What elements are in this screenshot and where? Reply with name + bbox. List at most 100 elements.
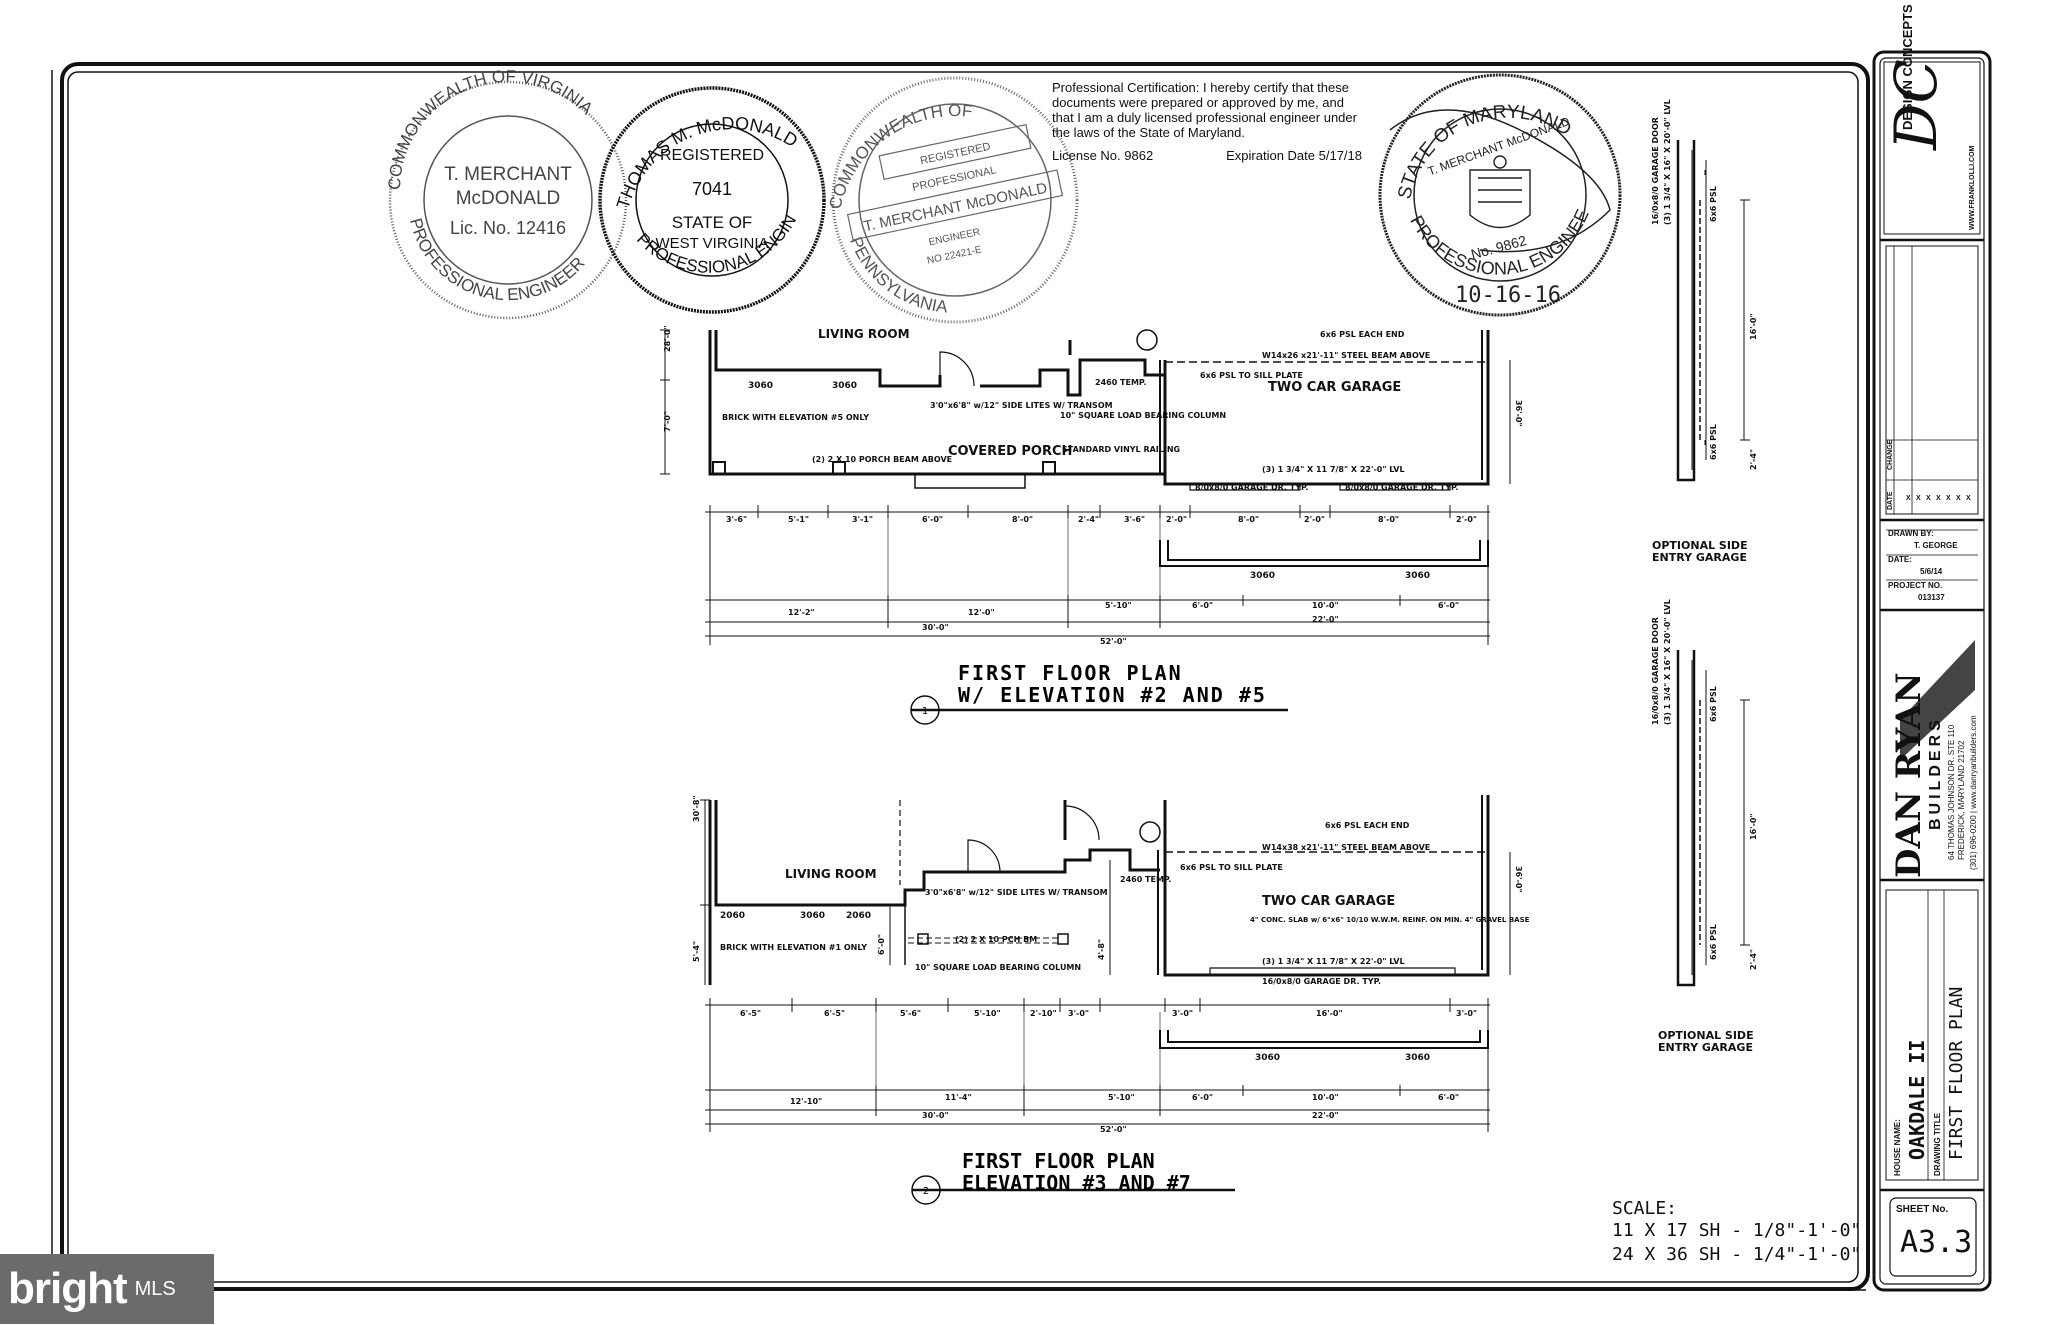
- p2-d1-4: 2'-10": [1030, 1009, 1057, 1018]
- west-virginia-seal: THOMAS M. McDONALD PROFESSIONAL ENGINEER…: [0, 0, 826, 314]
- scale-line2: 24 X 36 SH - 1/4"-1'-0": [1612, 1244, 1861, 1265]
- tb-rev-x3: X: [1926, 495, 1931, 502]
- p2-depth-left2: 5'-4": [692, 941, 701, 962]
- p1-d2-3: 6'-0": [1192, 601, 1213, 610]
- p2-depth-right: 36'-0": [1514, 866, 1523, 893]
- scale-label: SCALE:: [1612, 1198, 1677, 1219]
- title-block: [1872, 50, 1992, 1292]
- p2-depth-left: 30'-8": [692, 795, 701, 822]
- tb-drawn-by-label: DRAWN BY:: [1888, 529, 1934, 538]
- tb-design-concepts: DESIGN CONCEPTS: [1900, 4, 1915, 130]
- side-entry-top-labels: 16/0x8/0 GARAGE DOOR (3) 1 3/4" X 16" X …: [1651, 99, 1758, 470]
- tb-project-label: PROJECT NO.: [1888, 581, 1942, 590]
- tb-rev-x5: X: [1946, 495, 1951, 502]
- p1-depth-right: 36'-0": [1514, 400, 1523, 427]
- p2-opt-win1: 3060: [1255, 1053, 1280, 1063]
- plan2-drawing: [700, 795, 1511, 1132]
- p2-d1-1: 6'-5": [824, 1009, 845, 1018]
- p1-d1-9: 2'-0": [1304, 515, 1325, 524]
- tb-house-name-label: HOUSE NAME:: [1893, 1119, 1902, 1176]
- va-name2: McDONALD: [456, 188, 561, 209]
- p1-lvl: (3) 1 3/4" X 11 7/8" X 22'-0" LVL: [1262, 465, 1405, 474]
- p1-opt-win1: 3060: [1250, 571, 1275, 581]
- certification-license: License No. 9862: [1052, 148, 1154, 163]
- set-door: 16/0x8/0 GARAGE DOOR: [1651, 117, 1660, 225]
- seb-dim2: 2'-4": [1749, 949, 1758, 970]
- p1-d1-0: 3'-6": [726, 515, 747, 524]
- p2-d1-2: 5'-6": [900, 1009, 921, 1018]
- p2-garage: TWO CAR GARAGE: [1262, 894, 1395, 909]
- tb-sheet: A3.3: [1900, 1225, 1972, 1260]
- seb-dim: 16'-0": [1749, 813, 1758, 840]
- certification-expiration: Expiration Date 5/17/18: [1226, 148, 1362, 163]
- p1-d3-1: 22'-0": [1312, 615, 1339, 624]
- p1-porch: COVERED PORCH: [948, 444, 1072, 459]
- tb-sheet-label: SHEET No.: [1896, 1204, 1948, 1215]
- p2-title1: FIRST FLOOR PLAN: [962, 1149, 1155, 1173]
- p1-living-room: LIVING ROOM: [818, 327, 910, 341]
- p2-d1-8: 3'-0": [1456, 1009, 1477, 1018]
- tb-rev-date: DATE: [1887, 491, 1894, 510]
- p2-marker: 2: [923, 1186, 929, 1197]
- p1-depth-left2: 7'-0": [663, 411, 672, 432]
- wv-registered: REGISTERED: [660, 147, 764, 164]
- side-entry-bottom: [1676, 650, 1750, 987]
- tb-project: 013137: [1918, 593, 1945, 602]
- virginia-seal: COMMONWEALTH OF VIRGINIA PROFESSIONAL EN…: [385, 67, 628, 320]
- tb-drawing-title-label: DRAWING TITLE: [1933, 1112, 1942, 1176]
- p2-win3: 2060: [846, 911, 871, 921]
- wv-state1: STATE OF: [672, 213, 753, 232]
- p2-depth-mid2: 4'-8": [1097, 939, 1106, 960]
- va-name1: T. MERCHANT: [444, 164, 572, 185]
- p1-depth-left1: 28'-0": [663, 325, 672, 352]
- plan1-dims: 3'-6" 5'-1" 3'-1" 6'-0" 8'-0" 2'-4" 3'-6…: [726, 515, 1477, 646]
- p2-d1-0: 6'-5": [740, 1009, 761, 1018]
- p2-psl-end: 6x6 PSL EACH END: [1325, 821, 1410, 830]
- certification-block: Professional Certification: I hereby cer…: [1052, 80, 1362, 163]
- seb-door: 16/0x8/0 GARAGE DOOR: [1651, 617, 1660, 725]
- p2-d1-5: 3'-0": [1068, 1009, 1089, 1018]
- p2-d3-1: 22'-0": [1312, 1111, 1339, 1120]
- seb-lvl: (3) 1 3/4" X 16" X 20'-0" LVL: [1663, 599, 1672, 725]
- p1-d3-0: 30'-0": [922, 623, 949, 632]
- p1-d2-1: 12'-0": [968, 608, 995, 617]
- p1-opt-win2: 3060: [1405, 571, 1430, 581]
- tb-rev-x6: X: [1956, 495, 1961, 502]
- p1-d1-4: 8'-0": [1012, 515, 1033, 524]
- p2-opt-win2: 3060: [1405, 1053, 1430, 1063]
- plan2-labels: LIVING ROOM TWO CAR GARAGE 4" CONC. SLAB…: [692, 795, 1530, 1063]
- seb-psl1: 6x6 PSL: [1709, 686, 1718, 722]
- p1-d2-2: 5'-10": [1105, 601, 1132, 610]
- scale-note: SCALE: 11 X 17 SH - 1/8"-1'-0" 24 X 36 S…: [1612, 1198, 1861, 1265]
- side-entry-top-caption: OPTIONAL SIDE ENTRY GARAGE: [1652, 540, 1748, 564]
- plan1-drawing: [660, 329, 1511, 645]
- tb-website: WWW.FRANKLOLLI.COM: [1969, 145, 1976, 230]
- side-entry-bottom-labels: 16/0x8/0 GARAGE DOOR (3) 1 3/4" X 16" X …: [1651, 599, 1758, 970]
- p1-d1-10: 8'-0": [1378, 515, 1399, 524]
- plan1-title: 1 FIRST FLOOR PLAN W/ ELEVATION #2 AND #…: [910, 661, 1288, 725]
- p1-beam: W14x26 x21'-11" STEEL BEAM ABOVE: [1262, 351, 1430, 360]
- p1-d2-0: 12'-2": [788, 608, 815, 617]
- set-dim: 16'-0": [1749, 313, 1758, 340]
- p2-d2-3: 6'-0": [1192, 1093, 1213, 1102]
- side-entry-bottom-caption: OPTIONAL SIDE ENTRY GARAGE: [1658, 1030, 1754, 1054]
- md-signature-scribble: [1389, 109, 1611, 253]
- p1-d1-1: 5'-1": [788, 515, 809, 524]
- tb-drawing-title: FIRST FLOOR PLAN: [1946, 987, 1967, 1160]
- design-concepts-logo: DC DESIGN CONCEPTS WWW.FRANKLOLLI.COM: [1882, 4, 1981, 235]
- p1-d1-3: 6'-0": [922, 515, 943, 524]
- plan2-dims: 6'-5" 6'-5" 5'-6" 5'-10" 2'-10" 3'-0" 3'…: [740, 1009, 1477, 1134]
- pennsylvania-seal: COMMONWEALTH OF PENNSYLVANIA REGISTERED …: [825, 76, 1079, 324]
- p1-d1-6: 3'-6": [1124, 515, 1145, 524]
- dan-ryan-roof-icon: [1900, 640, 1975, 760]
- tb-rev-x1: X: [1906, 495, 1911, 502]
- p1-sill: 6x6 PSL TO SILL PLATE: [1200, 371, 1303, 380]
- tb-address1: 64 THOMAS JOHNSON DR. STE 110: [1947, 724, 1956, 860]
- sheet-number-block: SHEET No. A3.3: [1896, 1204, 1972, 1260]
- p2-side-lites: 3'0"x6'8" w/12" SIDE LITES W/ TRANSOM: [925, 888, 1108, 897]
- p2-d2-1: 11'-4": [945, 1093, 972, 1102]
- p1-marker: 1: [922, 706, 928, 717]
- tb-builder1: DAN RYAN: [1889, 672, 1929, 878]
- p1-d1-7: 2'-0": [1166, 515, 1187, 524]
